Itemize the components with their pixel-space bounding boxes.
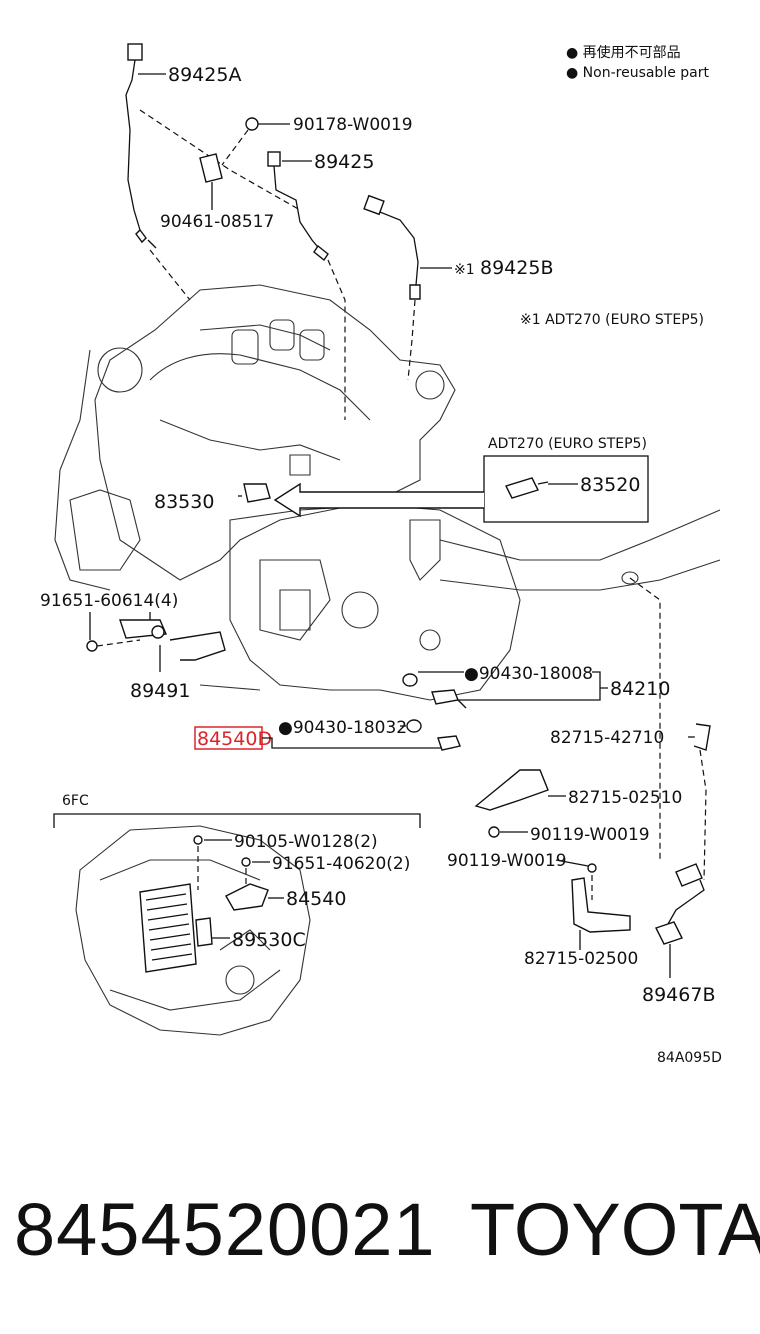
label-84210: 84210 [610,678,670,700]
gasket-icon [402,673,418,687]
switch-84540d-drawing [437,735,461,751]
gasket-icon [406,719,422,733]
sensor-83520-drawing [505,477,549,499]
clamp-icon [199,153,223,183]
bolt-icon [86,640,98,652]
label-89425a: 89425A [168,64,241,86]
bracket-82715-02500-drawing [571,877,631,933]
arrow-icon [273,482,484,518]
sensor-89491-drawing [119,619,226,661]
clip-icon [693,723,711,751]
label-90461-08517: 90461-08517 [160,212,274,232]
label-89491: 89491 [130,680,190,702]
sensor-89467b-drawing [655,863,705,945]
label-82715-42710: 82715-42710 [550,728,664,748]
engine-block-sketch [54,284,721,701]
label-90430-18008: ●90430-18008 [464,664,593,684]
transmission-6fc-sketch [75,825,311,1036]
legend-en: ● Non-reusable part [566,65,709,81]
sensor-89425-drawing [267,151,329,262]
bolt-icon [587,863,597,873]
sensor-89425a-drawing [125,43,157,249]
label-82715-02500: 82715-02500 [524,949,638,969]
label-91651-40620: 91651-40620(2) [272,854,410,874]
bolt-icon [245,117,259,131]
label-90119-w0019-b: 90119-W0019 [447,851,567,871]
switch-84540-drawing [225,883,269,911]
legend-jp: ● 再使用不可部品 [566,44,681,61]
label-83520: 83520 [580,474,640,496]
label-90178-w0019: 90178-W0019 [293,115,413,135]
inset-title: ADT270 (EURO STEP5) [488,436,647,452]
diagram-code: 84A095D [657,1050,722,1066]
footer-part-number: 8454520021 [14,1188,436,1271]
label-84540d: 84540D [197,728,272,750]
label-90430-18032: ●90430-18032 [278,718,407,738]
label-90119-w0019-a: 90119-W0019 [530,825,650,845]
label-84540: 84540 [286,888,346,910]
footer: 8454520021 TOYOTA [0,1180,760,1290]
ecu-89530c-drawing [139,883,213,973]
sensor-83530-drawing [243,483,271,503]
sensor-89425b-drawing [363,194,421,300]
bracket-82715-02510-drawing [474,769,549,811]
inset-box [483,455,649,523]
bolt-icon [488,826,500,838]
bolt-icon [241,857,251,867]
label-89467b: 89467B [642,984,715,1006]
footer-brand: TOYOTA [470,1188,760,1271]
sub-section-label: 6FC [62,793,89,809]
label-90105-w0128: 90105-W0128(2) [234,832,378,852]
bolt-icon [193,835,203,845]
label-83530: 83530 [154,491,214,513]
label-89425b-mark: ※1 [454,262,475,278]
label-82715-02510: 82715-02510 [568,788,682,808]
label-89530c: 89530C [232,929,306,951]
legend-star-note: ※1 ADT270 (EURO STEP5) [520,312,704,328]
parts-diagram: ● 再使用不可部品 ● Non-reusable part ※1 ADT270 … [40,43,722,1066]
label-89425: 89425 [314,151,374,173]
sub-section-bracket [53,813,421,828]
label-91651-60614: 91651-60614(4) [40,591,178,611]
label-89425b: 89425B [480,257,553,279]
switch-84210-drawing [431,689,459,705]
